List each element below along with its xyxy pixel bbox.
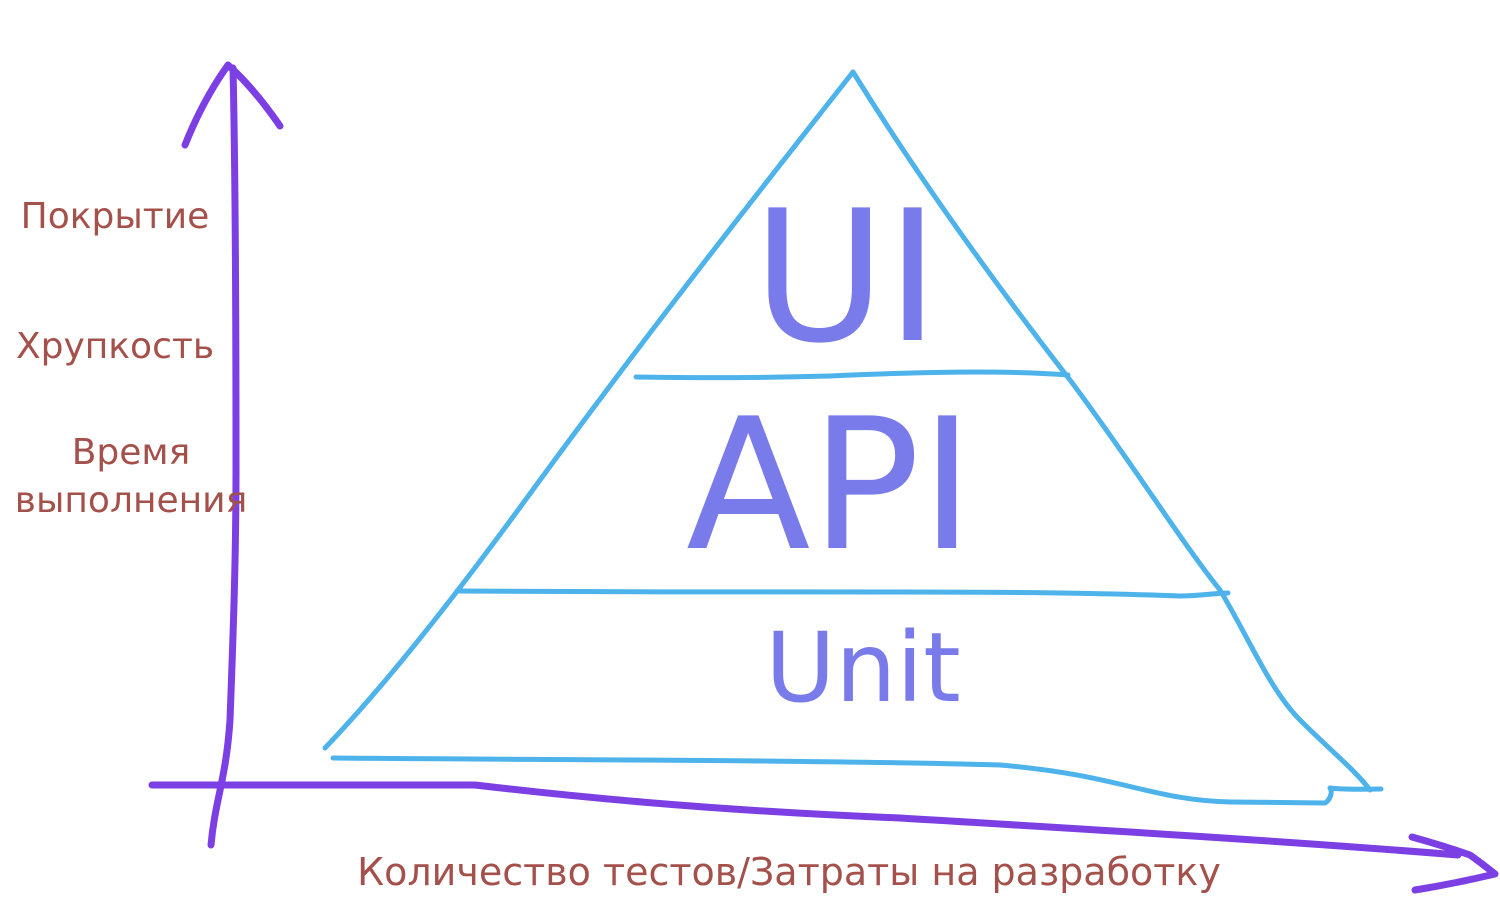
y-axis-line [207, 64, 240, 849]
x-axis-arrowhead [1408, 833, 1499, 894]
pyramid-divider-bottom [454, 588, 1231, 599]
y-label-time: Время [72, 432, 191, 473]
layer-label-api: API [686, 379, 974, 591]
y-axis-arrowhead [181, 61, 284, 149]
x-axis-line [148, 781, 1462, 859]
layer-label-ui: UI [753, 171, 940, 383]
pyramid-base [330, 755, 1384, 806]
pyramid-divider-top [633, 369, 1071, 381]
pyramid-left-edge [322, 69, 856, 751]
y-label-coverage: Покрытие [21, 196, 210, 237]
layer-label-unit: Unit [765, 612, 960, 724]
x-axis-label: Количество тестов/Затраты на разработку [357, 850, 1221, 894]
pyramid-right-edge [850, 69, 1373, 793]
y-label-fragility: Хрупкость [16, 326, 214, 367]
y-label-execution: выполнения [15, 480, 248, 521]
